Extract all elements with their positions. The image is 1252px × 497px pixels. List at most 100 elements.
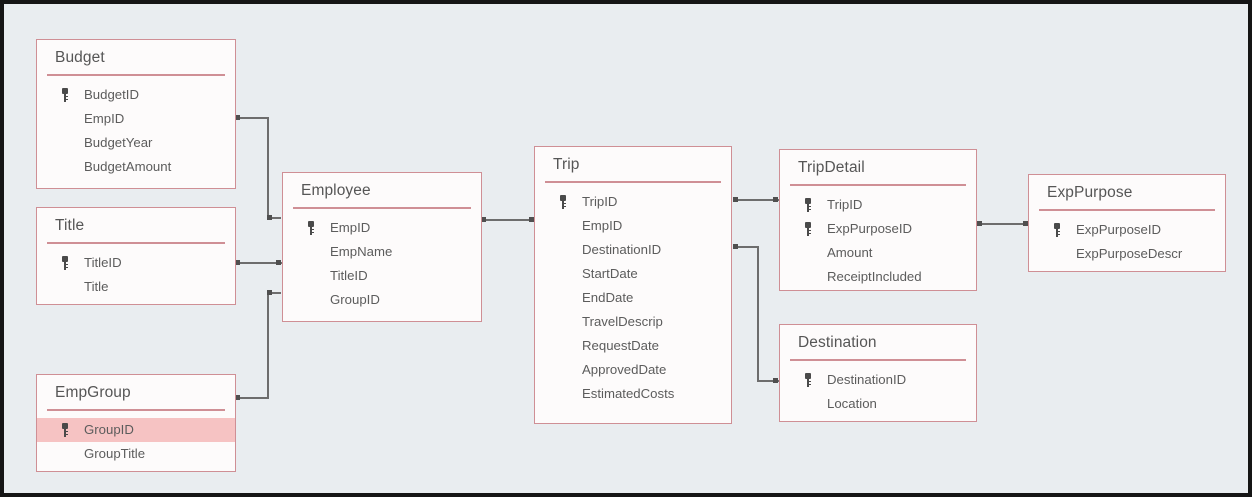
- connector-trip-tripdetail: [736, 199, 779, 201]
- field-label: EndDate: [582, 289, 634, 305]
- entity-title: Budget: [55, 49, 105, 66]
- key-icon: [804, 372, 812, 387]
- connector-empgroup-employee: [238, 397, 268, 399]
- connector-endpoint: [529, 217, 534, 222]
- field-label: EmpID: [84, 110, 125, 126]
- field-row[interactable]: BudgetAmount: [37, 155, 235, 179]
- entity-title: ExpPurpose: [1047, 184, 1133, 201]
- entity-title: Destination: [798, 334, 877, 351]
- field-row[interactable]: DestinationID: [535, 238, 731, 262]
- field-row[interactable]: EndDate: [535, 286, 731, 310]
- connector-endpoint: [733, 244, 738, 249]
- entity-title: EmpGroup: [55, 384, 131, 401]
- field-list: EmpID EmpName TitleID GroupID: [283, 213, 481, 321]
- entity-title: Title: [55, 217, 85, 234]
- field-row[interactable]: ExpPurposeDescr: [1029, 242, 1225, 266]
- key-icon: [307, 220, 315, 235]
- field-row[interactable]: RequestDate: [535, 334, 731, 358]
- connector-endpoint: [235, 260, 240, 265]
- entity-exppurpose[interactable]: ExpPurpose ExpPurposeID ExpPurposeDescr: [1028, 174, 1226, 272]
- field-row[interactable]: EstimatedCosts: [535, 382, 731, 406]
- entity-divider: [47, 242, 225, 244]
- key-icon: [61, 422, 69, 437]
- field-row[interactable]: TripID: [780, 193, 976, 217]
- field-row[interactable]: TitleID: [37, 251, 235, 275]
- field-row[interactable]: Title: [37, 275, 235, 299]
- key-icon: [61, 255, 69, 270]
- key-icon: [61, 87, 69, 102]
- field-row[interactable]: BudgetYear: [37, 131, 235, 155]
- entity-budget[interactable]: Budget BudgetID EmpID BudgetYear BudgetA…: [36, 39, 236, 189]
- field-row[interactable]: ReceiptIncluded: [780, 265, 976, 289]
- field-label: GroupTitle: [84, 445, 146, 461]
- field-row[interactable]: EmpID: [37, 107, 235, 131]
- entity-tripdetail[interactable]: TripDetail TripID ExpPurposeID Amount Re…: [779, 149, 977, 291]
- connector-endpoint: [235, 115, 240, 120]
- entity-title: Trip: [553, 156, 580, 173]
- field-label: BudgetAmount: [84, 158, 172, 174]
- field-label: TripID: [827, 196, 863, 212]
- field-list: ExpPurposeID ExpPurposeDescr: [1029, 215, 1225, 275]
- entity-divider: [790, 184, 966, 186]
- connector-endpoint: [235, 395, 240, 400]
- connector-tripdetail-exppurpose: [980, 223, 1028, 225]
- connector-empgroup-employee: [267, 292, 269, 399]
- field-label: TripID: [582, 193, 618, 209]
- field-row[interactable]: EmpName: [283, 240, 481, 264]
- field-row[interactable]: ExpPurposeID: [780, 217, 976, 241]
- field-row[interactable]: ExpPurposeID: [1029, 218, 1225, 242]
- key-icon: [804, 221, 812, 236]
- field-list: TripID EmpID DestinationID StartDate End…: [535, 187, 731, 415]
- entity-title[interactable]: Title TitleID Title: [36, 207, 236, 305]
- field-row[interactable]: Location: [780, 392, 976, 416]
- field-row[interactable]: StartDate: [535, 262, 731, 286]
- entity-divider: [293, 207, 471, 209]
- entity-divider: [790, 359, 966, 361]
- field-label: EmpID: [330, 219, 371, 235]
- field-row[interactable]: TripID: [535, 190, 731, 214]
- entity-divider: [47, 74, 225, 76]
- field-row[interactable]: Amount: [780, 241, 976, 265]
- field-row[interactable]: EmpID: [283, 216, 481, 240]
- field-list: BudgetID EmpID BudgetYear BudgetAmount: [37, 80, 235, 188]
- field-row[interactable]: TitleID: [283, 264, 481, 288]
- connector-budget-employee: [238, 117, 268, 119]
- field-row[interactable]: BudgetID: [37, 83, 235, 107]
- field-row[interactable]: GroupID: [283, 288, 481, 312]
- field-label: TitleID: [84, 254, 122, 270]
- connector-endpoint: [1023, 221, 1028, 226]
- field-label: ExpPurposeDescr: [1076, 245, 1183, 261]
- field-label: TravelDescrip: [582, 313, 663, 329]
- field-label: DestinationID: [827, 371, 907, 387]
- entity-destination[interactable]: Destination DestinationID Location: [779, 324, 977, 422]
- field-label: Location: [827, 395, 877, 411]
- connector-empgroup-employee: [267, 292, 281, 294]
- entity-empgroup[interactable]: EmpGroup GroupID GroupTitle: [36, 374, 236, 472]
- entity-divider: [47, 409, 225, 411]
- field-row[interactable]: DestinationID: [780, 368, 976, 392]
- connector-employee-trip: [484, 219, 534, 221]
- field-label: StartDate: [582, 265, 638, 281]
- entity-trip[interactable]: Trip TripID EmpID DestinationID StartDat…: [534, 146, 732, 424]
- field-row[interactable]: ApprovedDate: [535, 358, 731, 382]
- entity-employee[interactable]: Employee EmpID EmpName TitleID GroupID: [282, 172, 482, 322]
- field-label: ExpPurposeID: [827, 220, 913, 236]
- field-label: ApprovedDate: [582, 361, 667, 377]
- field-list: GroupID GroupTitle: [37, 415, 235, 475]
- field-list: TripID ExpPurposeID Amount ReceiptInclud…: [780, 190, 976, 298]
- connector-trip-destination: [757, 380, 779, 382]
- field-row[interactable]: GroupTitle: [37, 442, 235, 466]
- field-row-selected[interactable]: GroupID: [37, 417, 235, 442]
- field-row[interactable]: EmpID: [535, 214, 731, 238]
- connector-trip-destination: [757, 246, 759, 381]
- field-row[interactable]: TravelDescrip: [535, 310, 731, 334]
- entity-divider: [545, 181, 721, 183]
- entity-title: TripDetail: [798, 159, 865, 176]
- field-label: EmpID: [582, 217, 623, 233]
- connector-title-employee: [238, 262, 282, 264]
- connector-endpoint: [773, 378, 778, 383]
- connector-endpoint: [977, 221, 982, 226]
- field-label: RequestDate: [582, 337, 659, 353]
- entity-divider: [1039, 209, 1215, 211]
